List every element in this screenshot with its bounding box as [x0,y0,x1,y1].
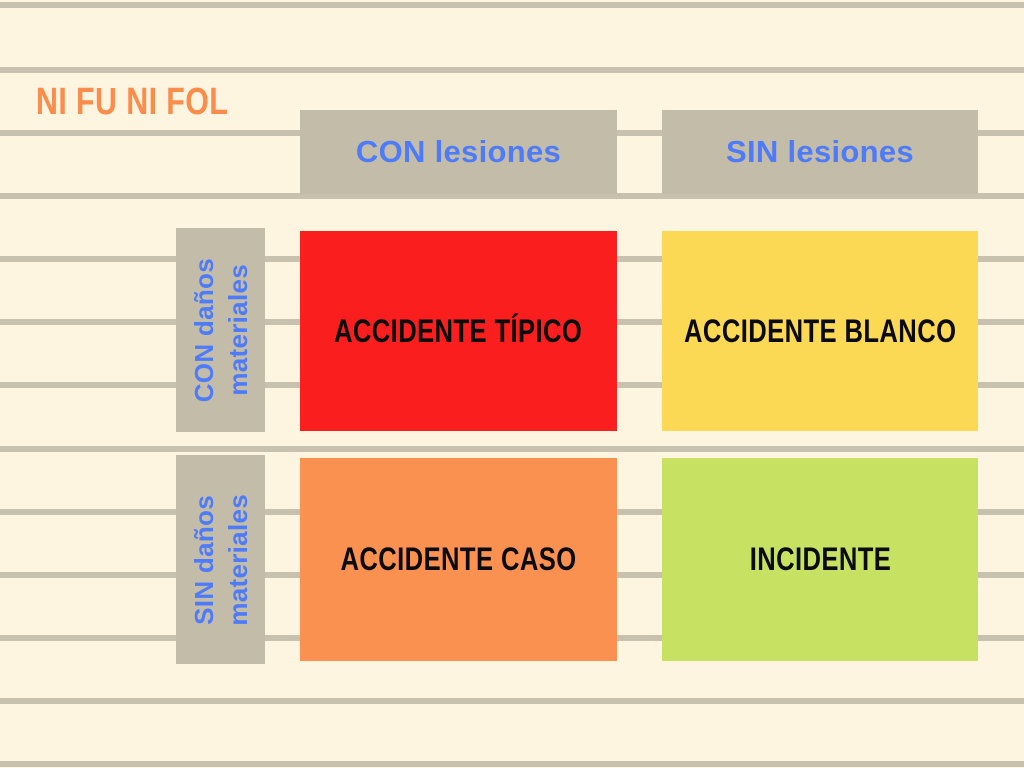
cell-incidente: INCIDENTE [662,458,978,661]
cell-accidente-blanco: ACCIDENTE BLANCO [662,231,978,431]
column-header-con-lesiones-label: CON lesiones [355,134,562,169]
row-header-sin-danos-materiales: SIN daños materiales [176,455,265,664]
row-header-sin-danos-materiales-line1: SIN daños [188,494,219,625]
row-header-con-danos-materiales-line1: CON daños [188,257,219,403]
cell-accidente-blanco-label: ACCIDENTE BLANCO [683,312,957,349]
cell-accidente-caso: ACCIDENTE CASO [300,458,617,661]
column-header-sin-lesiones-label: SIN lesiones [726,134,914,169]
cell-accidente-caso-label: ACCIDENTE CASO [340,541,577,577]
column-header-con-lesiones: CON lesiones [300,110,617,194]
row-header-con-danos-materiales-line2: materiales [222,264,253,396]
row-header-sin-danos-materiales-line2: materiales [222,493,253,626]
page-title: NI FU NI FOL [36,81,229,123]
cell-incidente-label: INCIDENTE [749,541,891,577]
cell-accidente-tipico: ACCIDENTE TÍPICO [300,231,617,431]
row-header-con-danos-materiales: CON daños materiales [176,228,265,432]
cell-accidente-tipico-label: ACCIDENTE TÍPICO [334,312,583,349]
column-header-sin-lesiones: SIN lesiones [662,110,978,194]
